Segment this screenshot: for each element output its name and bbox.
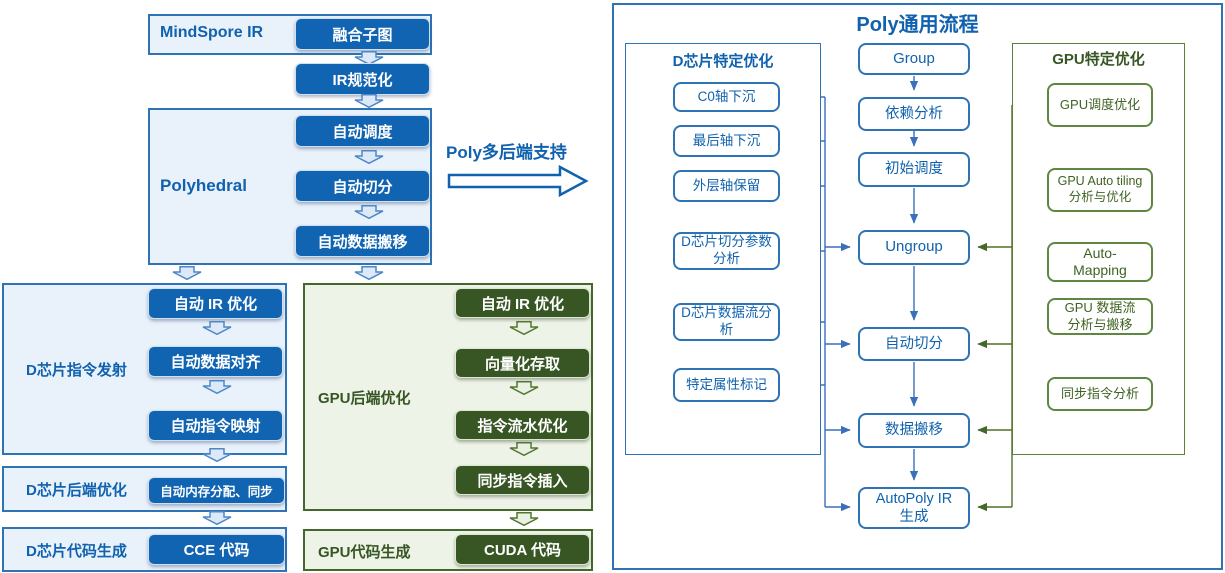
d-emit-label: D芯片指令发射 [26, 362, 127, 379]
autopoly-ir-gen-node: AutoPoly IR 生成 [858, 487, 970, 529]
auto-data-move-step: 自动数据搬移 [295, 225, 430, 257]
gpu-auto-ir-opt-step: 自动 IR 优化 [455, 288, 590, 318]
mindspore-ir-label: MindSpore IR [160, 24, 264, 41]
initial-schedule-node: 初始调度 [858, 152, 970, 187]
gpu-codegen-label: GPU代码生成 [318, 544, 411, 561]
down-arrow-icon [509, 442, 539, 456]
auto-tiling-node: 自动切分 [858, 327, 970, 361]
outer-axis-keep-node: 外层轴保留 [673, 170, 780, 202]
down-arrow-icon [509, 512, 539, 526]
down-arrow-icon [354, 205, 384, 219]
cuda-code-step: CUDA 代码 [455, 534, 590, 565]
cce-code-step: CCE 代码 [148, 534, 285, 565]
ungroup-node: Ungroup [858, 230, 970, 265]
d-specific-header: D芯片特定优化 [672, 53, 774, 70]
auto-ir-opt-step: 自动 IR 优化 [148, 288, 283, 319]
gpu-dataflow-move-node: GPU 数据流 分析与搬移 [1047, 298, 1153, 335]
instr-pipeline-opt-step: 指令流水优化 [455, 410, 590, 440]
auto-instr-map-step: 自动指令映射 [148, 410, 283, 441]
vectorized-access-step: 向量化存取 [455, 348, 590, 378]
multi-backend-label: Poly多后端支持 [446, 143, 567, 162]
fused-subgraph-step: 融合子图 [295, 18, 430, 50]
auto-tiling-step: 自动切分 [295, 170, 430, 202]
down-arrow-icon [202, 448, 232, 462]
auto-mapping-node: Auto- Mapping [1047, 242, 1153, 282]
auto-schedule-step: 自动调度 [295, 115, 430, 147]
auto-data-align-step: 自动数据对齐 [148, 346, 283, 377]
c0-axis-sink-node: C0轴下沉 [673, 82, 780, 112]
d-dataflow-analysis-node: D芯片数据流分析 [673, 303, 780, 341]
down-arrow-icon [202, 511, 232, 525]
dependency-analysis-node: 依赖分析 [858, 97, 970, 131]
data-move-node: 数据搬移 [858, 413, 970, 448]
d-backend-label: D芯片后端优化 [26, 482, 127, 499]
last-axis-sink-node: 最后轴下沉 [673, 125, 780, 157]
gpu-auto-tiling-analysis-node: GPU Auto tiling 分析与优化 [1047, 168, 1153, 212]
down-arrow-icon [354, 51, 384, 65]
specific-attr-mark-node: 特定属性标记 [673, 368, 780, 402]
polyhedral-label: Polyhedral [160, 176, 247, 195]
gpu-backend-label: GPU后端优化 [318, 390, 411, 407]
ir-normalize-step: IR规范化 [295, 63, 430, 95]
down-arrow-icon [354, 266, 384, 280]
down-arrow-icon [509, 321, 539, 335]
down-arrow-icon [354, 150, 384, 164]
sync-instr-analysis-node: 同步指令分析 [1047, 377, 1153, 411]
panel-title: Poly通用流程 [856, 14, 979, 36]
d-tiling-param-analysis-node: D芯片切分参数分析 [673, 232, 780, 270]
down-arrow-icon [354, 94, 384, 108]
gpu-schedule-opt-node: GPU调度优化 [1047, 83, 1153, 127]
d-codegen-label: D芯片代码生成 [26, 543, 127, 560]
down-arrow-icon [172, 266, 202, 280]
right-arrow-icon [447, 165, 589, 197]
down-arrow-icon [509, 381, 539, 395]
auto-mem-sync-step: 自动内存分配、同步 [148, 477, 285, 504]
group-node: Group [858, 43, 970, 75]
sync-instr-insert-step: 同步指令插入 [455, 465, 590, 495]
gpu-specific-header: GPU特定优化 [1052, 51, 1145, 68]
down-arrow-icon [202, 321, 232, 335]
down-arrow-icon [202, 380, 232, 394]
